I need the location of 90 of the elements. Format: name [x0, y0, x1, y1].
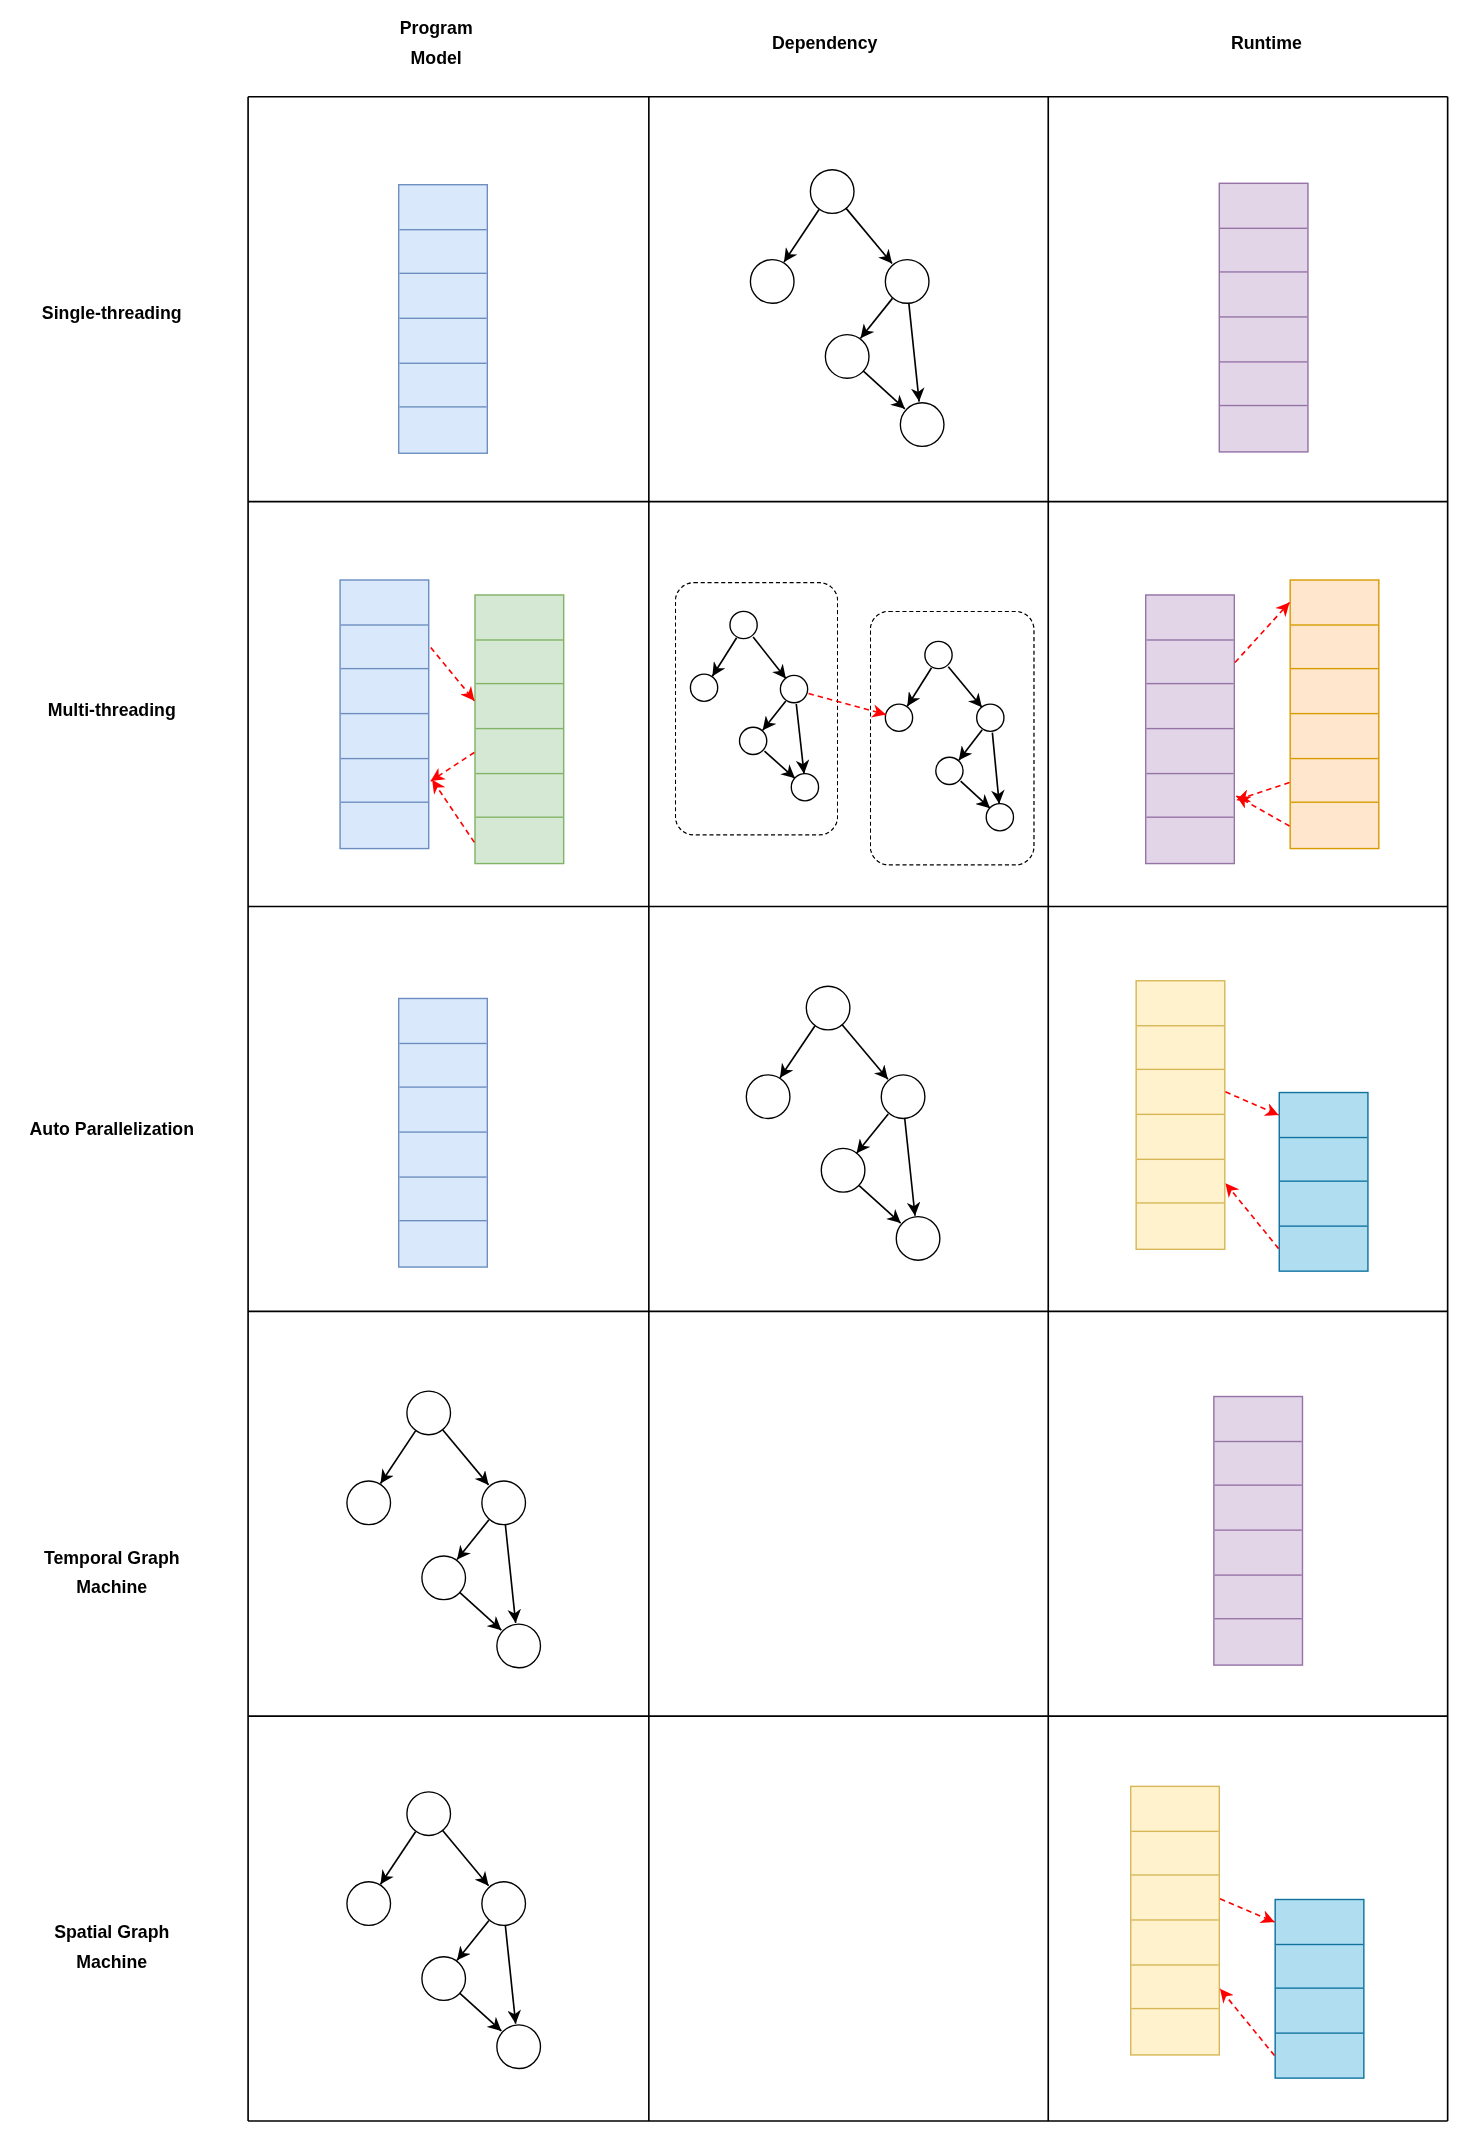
column-header: Runtime	[1229, 31, 1303, 56]
graph-node-circle	[744, 1073, 790, 1119]
arrow	[456, 1518, 490, 1561]
memory-stack	[1145, 594, 1235, 865]
memory-stack	[1130, 1785, 1220, 2056]
arrow	[855, 1113, 890, 1154]
arrow	[841, 1023, 889, 1081]
row-header: Multi-threading	[46, 698, 177, 722]
graph-node-circle	[495, 2023, 541, 2069]
graph-node-circle	[924, 641, 954, 670]
graph-node-circle	[345, 1880, 391, 1926]
row-header: Temporal Graph Machine	[43, 1546, 181, 1600]
graph-node-circle	[985, 803, 1015, 832]
arrow	[906, 666, 933, 708]
graph-node-circle	[976, 703, 1006, 733]
column-header: Program Model	[398, 16, 474, 71]
row-header: Single-threading	[40, 301, 183, 326]
arrow	[711, 636, 738, 678]
arrow	[504, 1924, 521, 2025]
graph-node-circle	[885, 703, 914, 733]
arrow	[429, 751, 476, 782]
row-header: Auto Parallelization	[28, 1118, 195, 1142]
memory-stack	[339, 579, 430, 850]
arrow	[1234, 601, 1291, 664]
graph-node-circle	[935, 756, 965, 786]
arrow	[752, 636, 787, 680]
arrow	[958, 728, 984, 761]
memory-stack	[1278, 1091, 1369, 1272]
graph-node-circle	[884, 258, 929, 304]
arrow	[431, 778, 476, 844]
graph-node-circle	[495, 1622, 541, 1668]
arrow	[379, 1830, 417, 1886]
graph-node-circle	[780, 675, 809, 704]
graph-node-circle	[729, 611, 759, 640]
column-header: Dependency	[771, 31, 879, 56]
arrow	[441, 1428, 490, 1486]
arrow	[1235, 781, 1291, 803]
arrow	[1224, 1091, 1280, 1116]
arrow	[779, 1025, 816, 1079]
arrow	[1235, 795, 1291, 827]
arrow	[441, 1829, 490, 1887]
graph-node-circle	[420, 1955, 466, 2001]
arrow	[458, 1992, 503, 2032]
arrow	[429, 646, 476, 702]
arrow	[858, 1184, 902, 1224]
arrow	[947, 665, 983, 709]
arrow	[795, 703, 810, 775]
graph-node-circle	[809, 168, 854, 214]
arrow	[1219, 1898, 1276, 1923]
graph-node-circle	[739, 726, 768, 756]
arrow	[458, 1591, 503, 1631]
graph-node-circle	[791, 773, 820, 802]
graph-node-circle	[879, 1073, 925, 1119]
arrow	[763, 750, 796, 780]
arrow	[845, 207, 893, 265]
arrow	[1219, 1988, 1276, 2057]
arrow	[379, 1430, 417, 1485]
graph-node-circle	[899, 401, 944, 447]
arrow	[504, 1523, 521, 1624]
graph-node-circle	[819, 1148, 865, 1194]
arrow	[807, 692, 887, 718]
memory-stack	[1289, 579, 1380, 850]
graph-node-circle	[480, 1880, 526, 1926]
arrow	[908, 302, 925, 403]
thread-group-box	[869, 610, 1035, 866]
memory-stack	[1213, 1395, 1304, 1666]
graph-node-circle	[420, 1554, 466, 1600]
graph-node-circle	[749, 258, 794, 304]
memory-stack	[1135, 980, 1226, 1250]
arrow	[862, 370, 906, 410]
arrow	[456, 1919, 490, 1962]
arrow	[903, 1117, 921, 1217]
row-header: Spatial Graph Machine	[53, 1921, 171, 1975]
graph-node-circle	[480, 1479, 526, 1525]
memory-stack	[1274, 1898, 1365, 2079]
memory-stack	[398, 184, 488, 454]
graph-node-circle	[824, 333, 869, 379]
memory-stack	[474, 594, 565, 865]
arrow	[859, 297, 894, 340]
thread-group-box	[674, 582, 839, 836]
arrow	[991, 731, 1005, 805]
memory-stack	[398, 997, 488, 1268]
graph-node-circle	[894, 1215, 940, 1261]
arrow	[761, 700, 787, 732]
arrow	[959, 780, 991, 809]
graph-node-circle	[345, 1479, 391, 1525]
arrow	[1224, 1182, 1280, 1250]
arrow	[783, 208, 820, 263]
graph-node-circle	[690, 673, 719, 703]
memory-stack	[1218, 182, 1309, 453]
